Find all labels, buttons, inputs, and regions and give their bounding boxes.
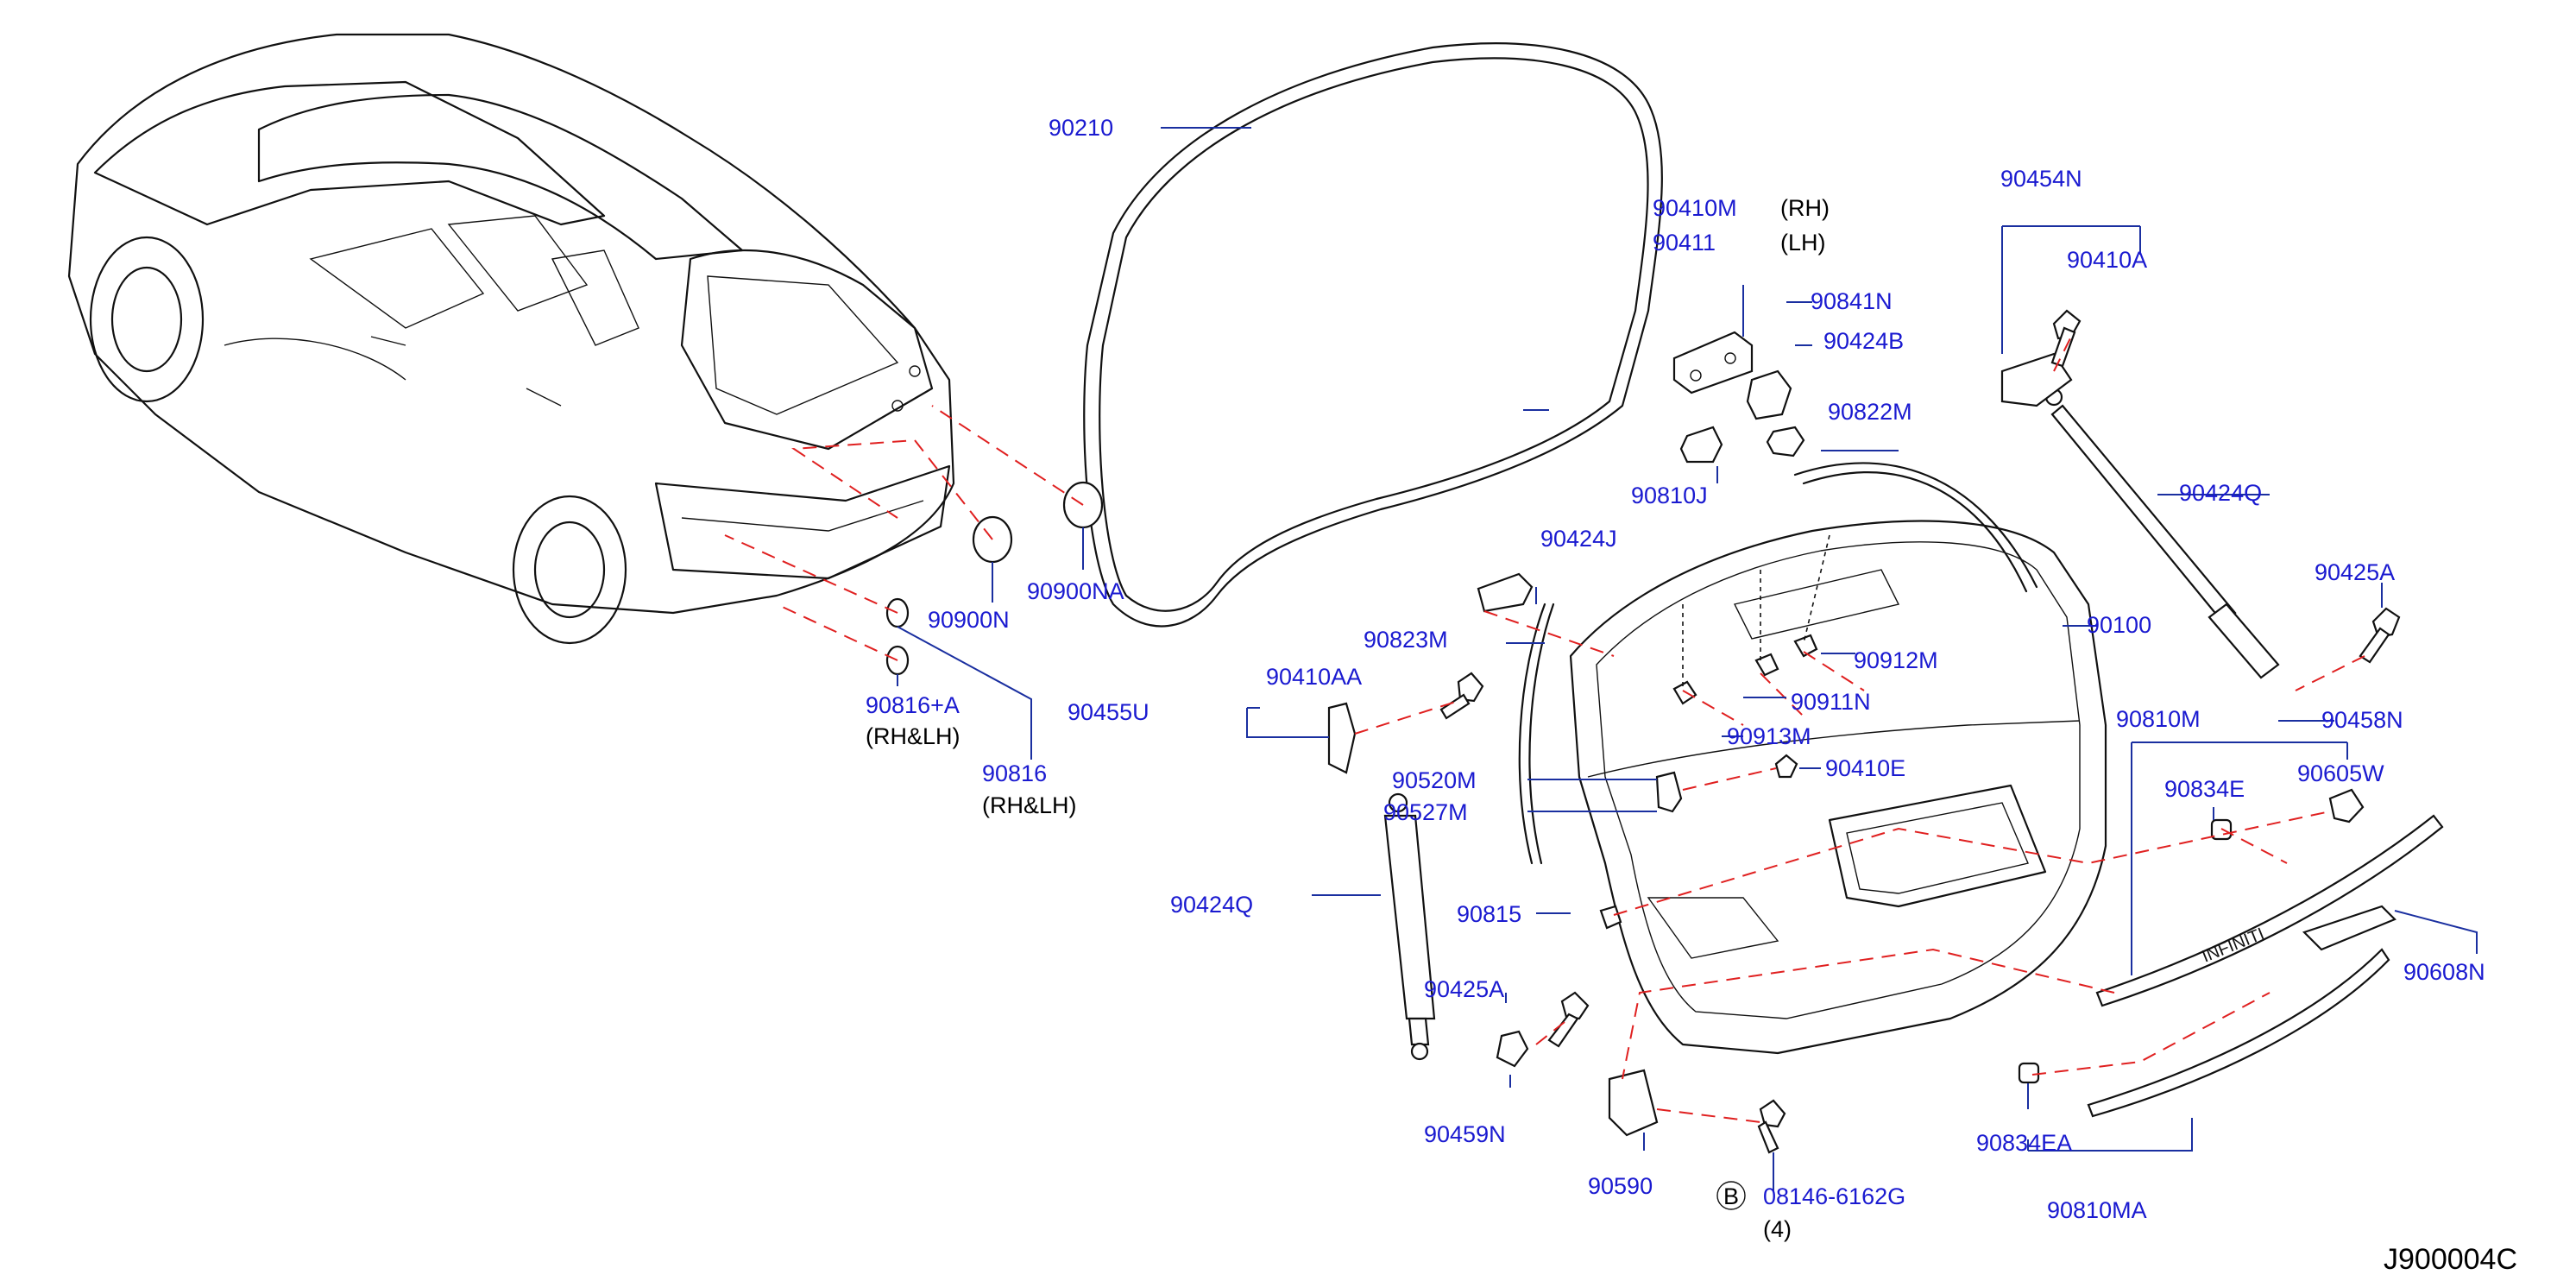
label-90520M: 90520M xyxy=(1392,767,1477,793)
label-90527M: 90527M xyxy=(1383,799,1468,825)
label-90816: 90816 xyxy=(982,760,1047,786)
label-90815: 90815 xyxy=(1457,901,1521,927)
fasteners xyxy=(885,309,2401,1154)
label-90608N: 90608N xyxy=(2403,959,2485,985)
locator-dashes xyxy=(1682,534,1830,691)
label-90834E: 90834E xyxy=(2164,776,2245,802)
garnish-assembly xyxy=(2087,814,2444,1118)
vehicle-illustration xyxy=(67,33,955,645)
note-90410M: (RH) xyxy=(1780,195,1830,221)
note-90816A: (RH&LH) xyxy=(866,723,960,749)
label-90411: 90411 xyxy=(1653,230,1716,256)
label-90810J: 90810J xyxy=(1631,483,1708,508)
label-90210: 90210 xyxy=(1049,115,1113,141)
label-90410E: 90410E xyxy=(1825,755,1905,781)
label-90454N: 90454N xyxy=(2000,166,2082,192)
spoiler-strip xyxy=(1793,462,2038,589)
label-90900N: 90900N xyxy=(928,607,1010,633)
install-paths xyxy=(724,336,2365,1123)
diagram-code: J900004C xyxy=(2384,1243,2517,1276)
label-90841N: 90841N xyxy=(1811,288,1893,314)
back-door-panel xyxy=(1569,520,2107,1055)
label-90822M: 90822M xyxy=(1828,399,1912,425)
gas-strut-left xyxy=(1383,792,1436,1061)
label-90458N: 90458N xyxy=(2321,707,2403,733)
back-door-weatherstrip xyxy=(1083,42,1663,628)
label-90100: 90100 xyxy=(2087,612,2151,638)
label-90424Q-right: 90424Q xyxy=(2179,480,2262,506)
label-90455U: 90455U xyxy=(1068,699,1149,725)
label-90424B: 90424B xyxy=(1823,328,1904,354)
side-molding xyxy=(1518,603,1546,865)
label-90459N: 90459N xyxy=(1424,1121,1506,1147)
label-90590: 90590 xyxy=(1588,1173,1653,1199)
label-90410A: 90410A xyxy=(2067,247,2147,273)
label-90834EA: 90834EA xyxy=(1976,1130,2072,1156)
label-90913M: 90913M xyxy=(1727,723,1811,749)
label-90816A: 90816+A xyxy=(866,692,960,718)
label-90425A-left: 90425A xyxy=(1424,976,1504,1002)
label-90410M: 90410M xyxy=(1653,195,1737,221)
part-labels: 90210 90410M (RH) 90411 (LH) 90841N 9042… xyxy=(866,115,2485,1242)
label-90823M: 90823M xyxy=(1364,627,1448,653)
leader-lines xyxy=(897,127,2478,1191)
label-08146-6162G: 08146-6162G xyxy=(1763,1183,1905,1209)
note-90816: (RH&LH) xyxy=(982,792,1077,818)
label-90605W: 90605W xyxy=(2297,760,2384,786)
label-90912M: 90912M xyxy=(1854,647,1938,673)
note-08146-6162G: (4) xyxy=(1763,1216,1792,1242)
label-90911N: 90911N xyxy=(1791,689,1871,715)
label-90410AA: 90410AA xyxy=(1266,664,1362,690)
callout-b-circle xyxy=(1716,1181,1746,1210)
label-90810MA: 90810MA xyxy=(2047,1197,2147,1223)
gas-strut-right xyxy=(2000,352,2280,679)
label-90810M: 90810M xyxy=(2116,706,2201,732)
label-90424Q-left: 90424Q xyxy=(1170,892,1253,918)
hinge-assembly xyxy=(1672,331,1805,464)
label-90425A-right: 90425A xyxy=(2315,559,2395,585)
note-90411: (LH) xyxy=(1780,230,1826,256)
label-90424J: 90424J xyxy=(1540,526,1617,552)
garnish-logo-lettering: INFINITI xyxy=(2200,924,2267,967)
callout-b-letter: B xyxy=(1723,1183,1739,1209)
label-90900NA: 90900NA xyxy=(1027,578,1124,604)
